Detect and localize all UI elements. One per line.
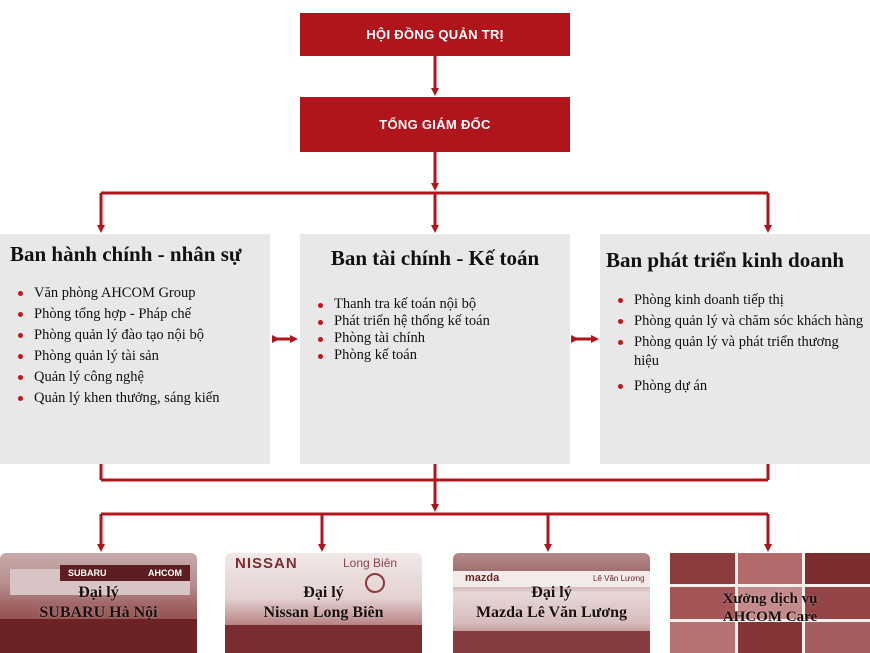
sign-nissan: NISSAN [235, 555, 298, 572]
sign-le-van-luong: Lê Văn Lương [593, 574, 645, 583]
ground [453, 631, 650, 653]
dept-list: Phòng kinh doanh tiếp thị Phòng quản lý … [612, 291, 864, 396]
board-label: HỘI ĐỒNG QUẢN TRỊ [366, 27, 504, 42]
list-item: Phòng kế toán [312, 347, 567, 364]
unit-caption: Đại lý Mazda Lê Văn Lương [453, 553, 650, 653]
collage-tile [737, 587, 803, 619]
sign-subaru: SUBARU [68, 568, 107, 578]
collage-tile [805, 587, 870, 619]
sign-mazda: mazda [465, 572, 500, 584]
unit-line1: Đại lý [78, 584, 119, 601]
list-item: Phòng quản lý tài sản [12, 347, 267, 366]
sign-banner: SUBARU AHCOM [60, 565, 190, 581]
unit-line1: Xưởng dịch vụ [722, 591, 818, 607]
unit-caption: Đại lý Nissan Long Biên [225, 553, 422, 653]
unit-ahcom-care: Xưởng dịch vụ AHCOM Care [670, 553, 870, 653]
ground [225, 625, 422, 653]
ceo-label: TỔNG GIÁM ĐỐC [379, 117, 491, 132]
collage-tile [737, 553, 803, 585]
collage-grid [670, 553, 870, 653]
unit-caption: Đại lý SUBARU Hà Nội [0, 553, 197, 653]
list-item: Thanh tra kế toán nội bộ [312, 296, 567, 313]
unit-line1: Đại lý [303, 584, 344, 601]
unit-nissan: NISSAN Long Biên Đại lý Nissan Long Biên [225, 553, 422, 653]
unit-line1: Đại lý [531, 584, 572, 601]
list-item: Phòng quản lý và chăm sóc khách hàng [612, 312, 864, 331]
dept-list: Thanh tra kế toán nội bộ Phát triển hệ t… [312, 296, 567, 364]
sign-banner [453, 571, 650, 587]
dept-finance: Ban tài chính - Kế toán Thanh tra kế toá… [300, 234, 570, 464]
collage-tile [670, 621, 735, 653]
board-box: HỘI ĐỒNG QUẢN TRỊ [300, 13, 570, 56]
unit-line2: Nissan Long Biên [263, 604, 384, 621]
unit-subaru: SUBARU AHCOM Đại lý SUBARU Hà Nội [0, 553, 197, 653]
dept-title: Ban hành chính - nhân sự [10, 242, 242, 266]
unit-line2: AHCOM Care [722, 609, 818, 625]
unit-caption: Xưởng dịch vụ AHCOM Care [670, 553, 870, 653]
unit-mazda: mazda Lê Văn Lương Đại lý Mazda Lê Văn L… [453, 553, 650, 653]
list-item: Phòng kinh doanh tiếp thị [612, 291, 864, 310]
list-item: Phòng tài chính [312, 330, 567, 347]
collage-tile [670, 553, 735, 585]
list-item: Văn phòng AHCOM Group [12, 284, 267, 303]
list-item: Phòng quản lý đào tạo nội bộ [12, 326, 267, 345]
dept-list: Văn phòng AHCOM Group Phòng tổng hợp - P… [12, 284, 267, 408]
sign-ahcom: AHCOM [148, 568, 182, 578]
collage-tile [670, 587, 735, 619]
list-item: Phòng quản lý và phát triển thương hiệu [612, 333, 864, 371]
unit-line2: SUBARU Hà Nội [39, 604, 158, 621]
dept-title: Ban phát triển kinh doanh [606, 248, 845, 272]
ground [0, 619, 197, 653]
list-item: Phòng tổng hợp - Pháp chế [12, 305, 267, 324]
list-item: Quản lý công nghệ [12, 368, 267, 387]
list-item: Phát triển hệ thống kế toán [312, 313, 567, 330]
dept-business: Ban phát triển kinh doanh Phòng kinh doa… [600, 234, 870, 464]
collage-tile [805, 621, 870, 653]
nissan-logo-icon [365, 573, 385, 593]
list-item: Quản lý khen thưởng, sáng kiến [12, 389, 267, 408]
unit-line2: Mazda Lê Văn Lương [475, 604, 628, 621]
dept-hr: Ban hành chính - nhân sự Văn phòng AHCOM… [0, 234, 270, 464]
dept-title: Ban tài chính - Kế toán [330, 246, 540, 270]
list-item: Phòng dự án [612, 377, 864, 396]
ceo-box: TỔNG GIÁM ĐỐC [300, 97, 570, 152]
collage-tile [737, 621, 803, 653]
collage-tile [805, 553, 870, 585]
sign-long-bien: Long Biên [343, 556, 398, 570]
